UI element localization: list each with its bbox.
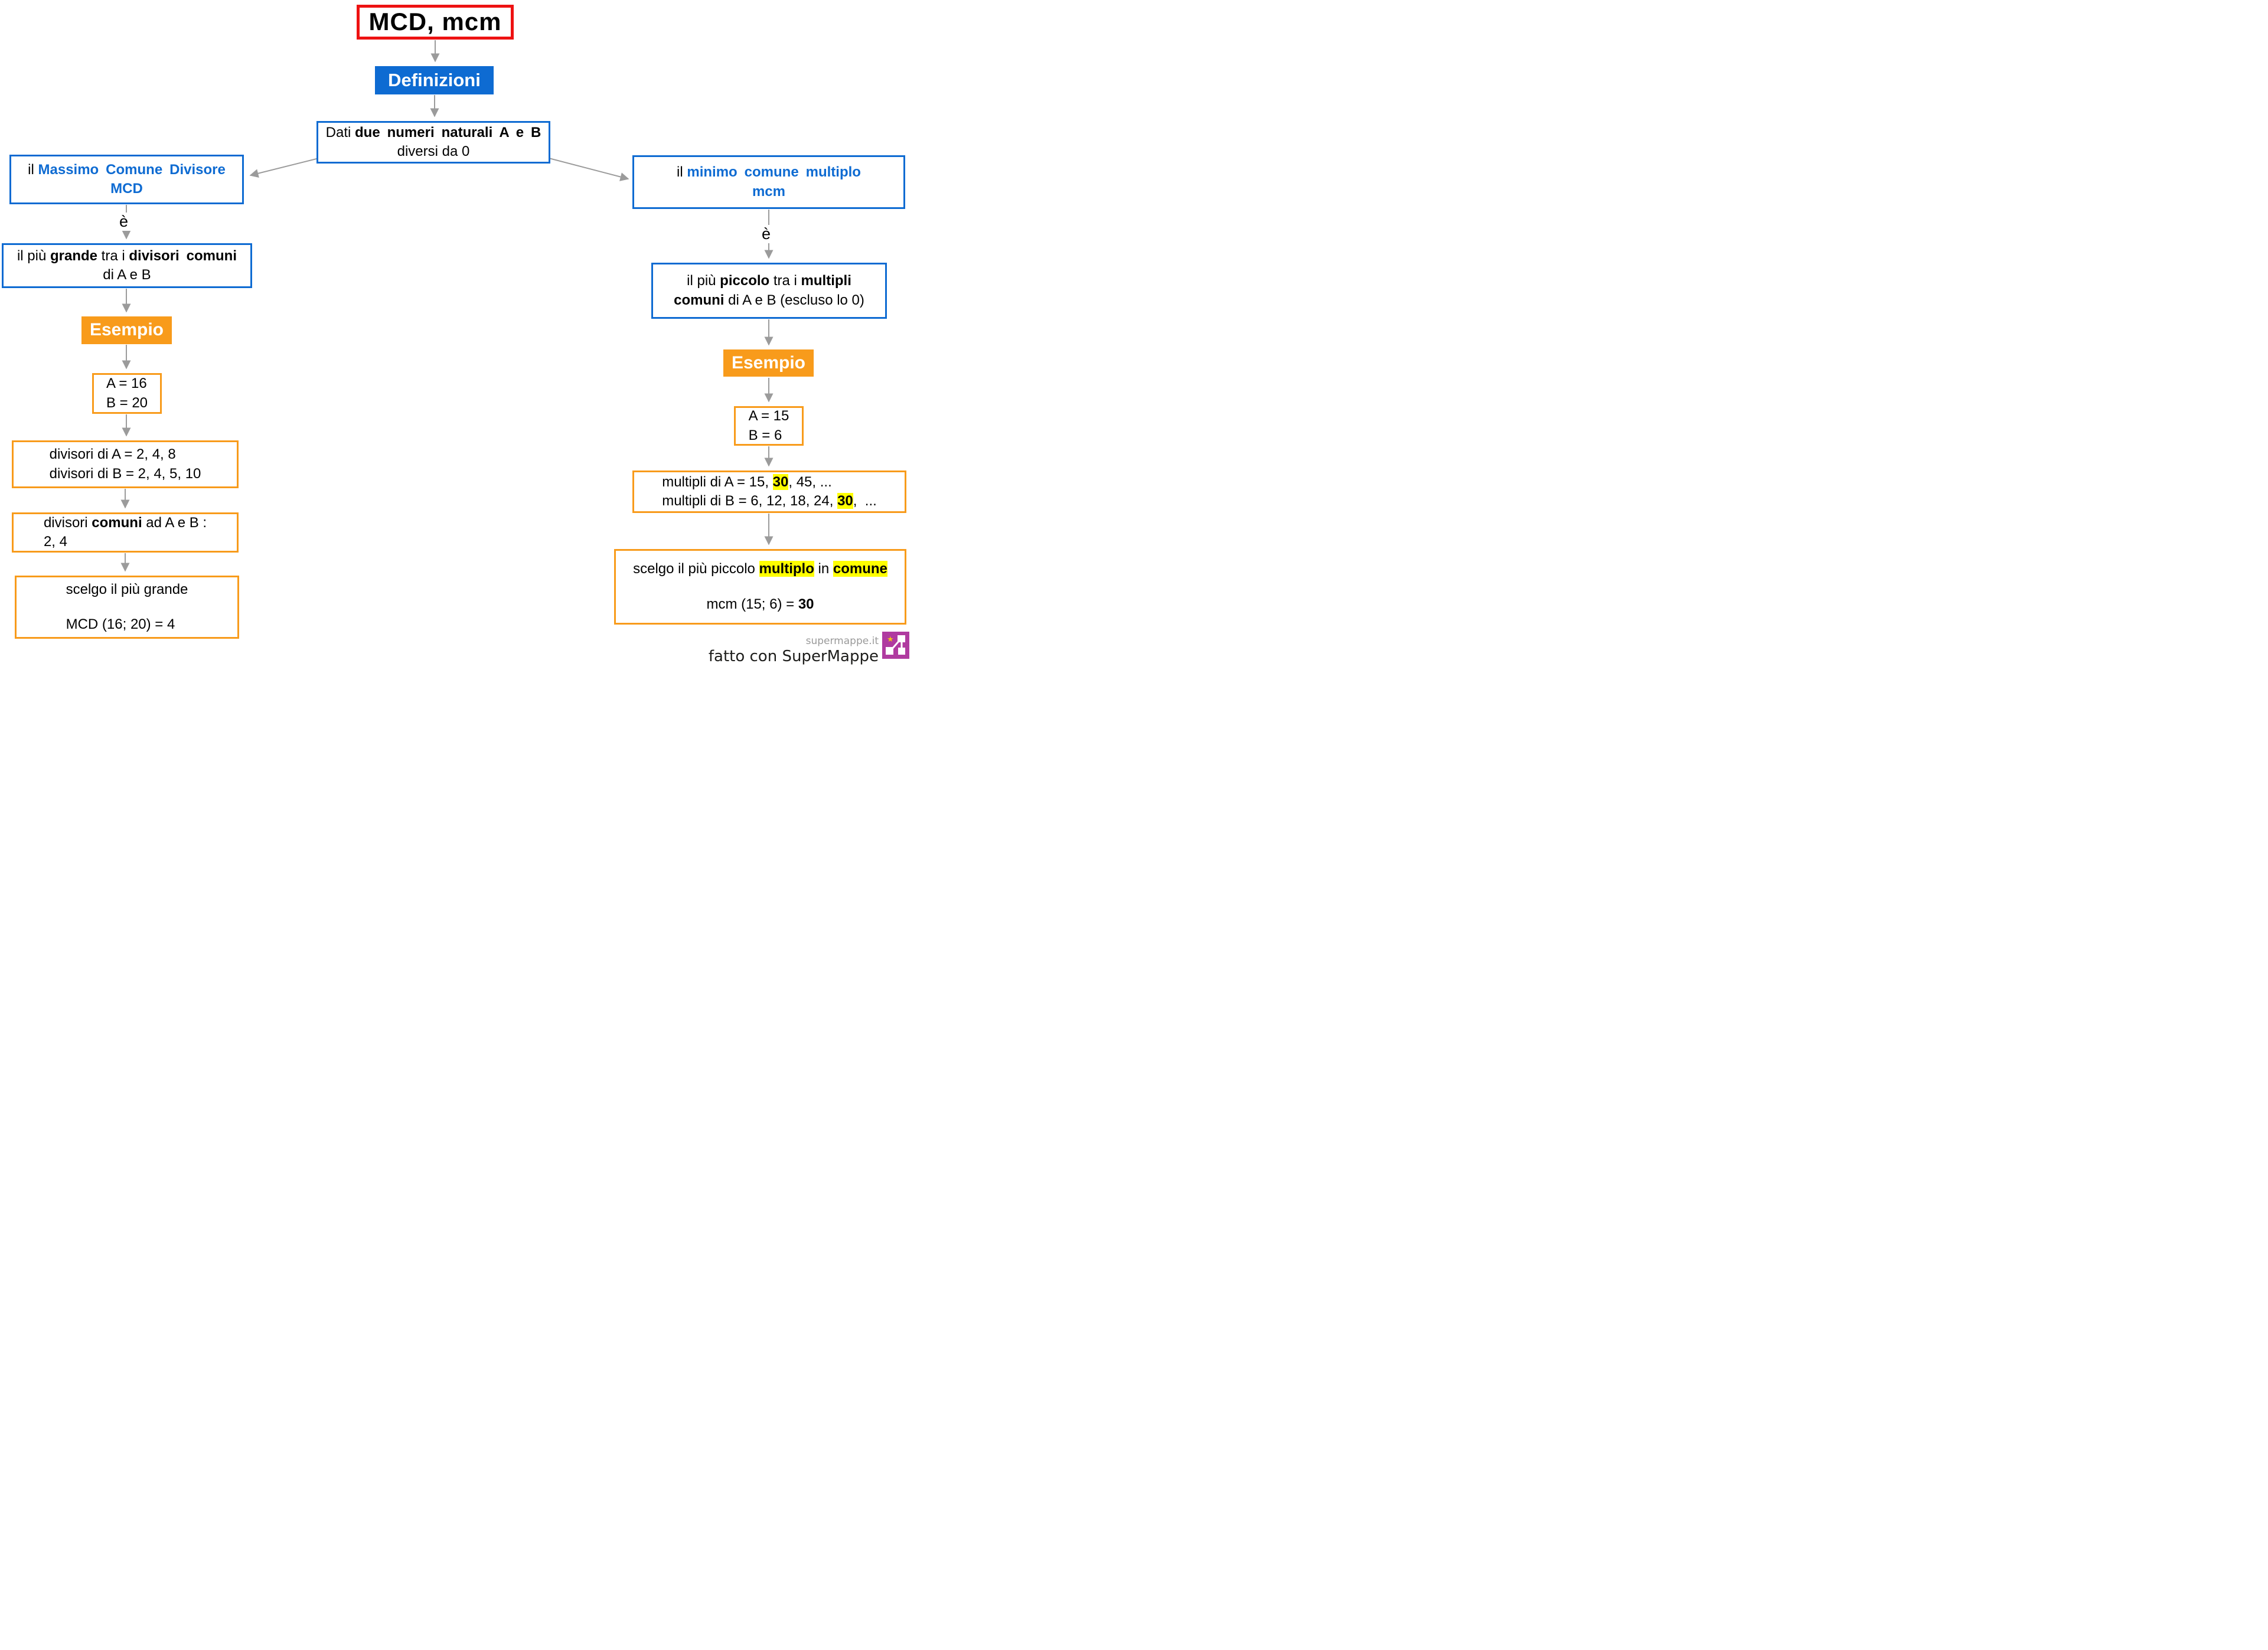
- node-definizioni: Definizioni: [375, 66, 494, 94]
- text-segment: due numeri naturali A e B: [355, 124, 541, 141]
- node-massimo-comune-divisore: il Massimo Comune Divisore MCD: [9, 155, 244, 204]
- node-scelgo-piu-piccolo-multiplo: scelgo il più piccolo multiplo in comune…: [614, 549, 906, 625]
- node-piu-piccolo-multipli-comuni: il più piccolo tra i multipli comuni di …: [651, 263, 887, 319]
- text-segment: , 45, ...: [788, 473, 832, 490]
- node-piu-grande-divisori-comuni: il più grande tra i divisori comuni di A…: [2, 243, 252, 288]
- text-line: mcm (15; 6) = 30: [633, 595, 887, 614]
- text-line: Dati due numeri naturali A e B: [326, 123, 541, 142]
- edge-label-e-left: è: [115, 213, 133, 231]
- highlighted-value: multiplo: [759, 561, 814, 577]
- node-title-mcd-mcm: MCD, mcm: [357, 5, 514, 40]
- supermappe-logo[interactable]: ★: [882, 632, 909, 659]
- text-line: B = 20: [106, 394, 148, 411]
- node-label: Esempio: [89, 320, 164, 340]
- text-segment: divisori comuni: [129, 247, 237, 264]
- text-line: di A e B: [103, 267, 151, 283]
- node-label: Definizioni: [388, 70, 481, 91]
- highlighted-value: comune: [833, 561, 887, 577]
- node-valori-a15-b6: A = 15 B = 6: [734, 406, 804, 446]
- footer: supermappe.it fatto con SuperMappe: [709, 635, 879, 665]
- text-segment: ad A e B :: [142, 514, 207, 531]
- text-segment: multipli di B = 6, 12, 18, 24,: [662, 493, 838, 509]
- text-segment: tra i: [769, 273, 801, 289]
- node-esempio-mcm: Esempio: [723, 349, 814, 377]
- highlighted-value: 30: [837, 493, 853, 509]
- text-line: 2, 4: [43, 534, 67, 550]
- node-label: Esempio: [731, 352, 806, 373]
- connector-dati-mcm: [544, 156, 629, 181]
- footer-site-link[interactable]: supermappe.it: [805, 635, 879, 647]
- node-label: MCD, mcm: [368, 8, 502, 36]
- text-line: MCD: [28, 179, 226, 198]
- text-segment: Massimo Comune Divisore: [38, 161, 226, 178]
- text-segment: multipli: [801, 273, 851, 289]
- text-segment: il: [677, 164, 687, 181]
- connector-dati-mcd: [249, 156, 324, 178]
- text-segment: il più: [17, 247, 50, 264]
- text-line: divisori di B = 2, 4, 5, 10: [49, 465, 201, 482]
- text-segment: il più: [687, 273, 720, 289]
- node-divisori-di-a-b: divisori di A = 2, 4, 8 divisori di B = …: [12, 440, 239, 488]
- text-line: il Massimo Comune Divisore: [28, 161, 226, 179]
- node-multipli-di-a-b: multipli di A = 15, 30, 45, ... multipli…: [632, 471, 906, 513]
- text-segment: il: [28, 161, 38, 178]
- text-segment: Dati: [325, 124, 355, 141]
- text-segment: divisori: [43, 514, 92, 531]
- text-line: divisori comuni ad A e B :: [44, 514, 207, 532]
- text-segment: in: [814, 561, 833, 577]
- text-line: multipli di B = 6, 12, 18, 24, 30, ...: [662, 492, 877, 511]
- text-segment: comuni: [92, 514, 142, 531]
- highlighted-value: 30: [772, 473, 789, 490]
- node-valori-a16-b20: A = 16 B = 20: [92, 373, 162, 414]
- concept-map-page: MCD, mcm Definizioni Dati due numeri nat…: [0, 0, 912, 667]
- text-segment: di A e B (escluso lo 0): [724, 292, 864, 308]
- text-line: A = 16: [106, 375, 147, 392]
- text-line: scelgo il più piccolo multiplo in comune: [633, 560, 887, 579]
- node-scelgo-piu-grande: scelgo il più grande MCD (16; 20) = 4: [15, 576, 239, 639]
- text-line: il minimo comune multiplo: [677, 163, 861, 182]
- node-divisori-comuni: divisori comuni ad A e B : 2, 4: [12, 512, 239, 553]
- text-line: MCD (16; 20) = 4: [66, 616, 175, 632]
- edge-label-e-right: è: [757, 225, 776, 243]
- text-segment: comuni: [674, 292, 725, 308]
- node-dati-due-numeri: Dati due numeri naturali A e B diversi d…: [316, 121, 550, 164]
- text-segment: , ...: [853, 493, 877, 509]
- text-line: comuni di A e B (escluso lo 0): [674, 291, 864, 310]
- star-icon: ★: [887, 635, 894, 643]
- text-line: mcm: [677, 182, 861, 201]
- text-line: scelgo il più grande: [66, 581, 188, 597]
- text-line: multipli di A = 15, 30, 45, ...: [662, 473, 877, 492]
- text-segment: mcm (15; 6) =: [706, 596, 798, 612]
- text-line: diversi da 0: [397, 143, 470, 159]
- text-segment: grande: [50, 247, 98, 264]
- text-segment: mcm: [752, 183, 785, 200]
- supermappe-logo-icon: ★: [882, 632, 909, 659]
- text-segment: minimo comune multiplo: [687, 164, 861, 181]
- text-line: A = 15: [748, 408, 789, 424]
- text-segment: piccolo: [720, 273, 770, 289]
- text-line: il più piccolo tra i multipli: [674, 272, 864, 290]
- text-line: B = 6: [748, 427, 782, 443]
- text-segment: MCD: [110, 181, 143, 197]
- text-segment: 30: [798, 596, 814, 612]
- text-line: divisori di A = 2, 4, 8: [49, 446, 176, 463]
- footer-credit: fatto con SuperMappe: [708, 648, 879, 665]
- text-segment: multipli di A = 15,: [662, 473, 773, 490]
- text-line: il più grande tra i divisori comuni: [17, 247, 237, 266]
- text-segment: tra i: [97, 247, 129, 264]
- text-segment: scelgo il più piccolo: [633, 561, 759, 577]
- node-esempio-mcd: Esempio: [81, 316, 172, 344]
- node-minimo-comune-multiplo: il minimo comune multiplo mcm: [632, 155, 905, 209]
